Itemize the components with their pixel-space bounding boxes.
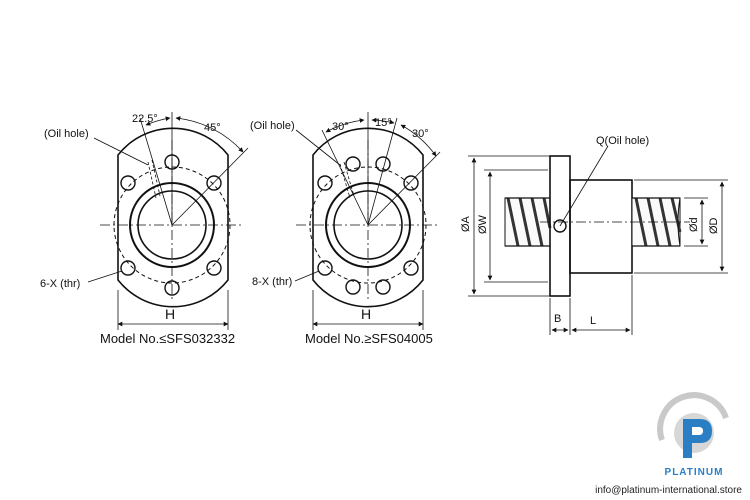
middle-bolt-hole-3 xyxy=(317,260,333,276)
left-width-label: H xyxy=(165,306,175,322)
middle-bolt-hole-7 xyxy=(345,279,361,295)
dim-B-label: B xyxy=(554,313,561,325)
dim-d-label: Ød xyxy=(688,217,700,232)
middle-oil-hole-label: (Oil hole) xyxy=(250,120,295,132)
middle-flange-view xyxy=(294,112,441,330)
footer-email: info@platinum-international.store xyxy=(595,485,742,496)
middle-bolt-hole-2 xyxy=(403,175,419,191)
platinum-logo-icon xyxy=(657,392,729,458)
middle-thread-label: 8-X (thr) xyxy=(252,276,292,288)
left-model-label: Model No.≤SFS032332 xyxy=(100,331,235,346)
side-oil-hole-label: Q(Oil hole) xyxy=(596,135,649,147)
left-bolt-hole-4 xyxy=(206,260,222,276)
dim-L-label: L xyxy=(590,315,596,327)
middle-width-label: H xyxy=(361,306,371,322)
middle-angle3-label: 30° xyxy=(412,128,429,140)
side-view xyxy=(468,145,728,335)
dim-A-label: ØA xyxy=(460,215,472,232)
left-angle2-label: 45° xyxy=(204,122,221,134)
left-flange-outline xyxy=(117,127,229,308)
middle-bolt-hole-1 xyxy=(317,175,333,191)
dim-D-label: ØD xyxy=(708,217,720,234)
middle-angle2-label: 15° xyxy=(375,117,392,129)
left-bolt-hole-2 xyxy=(206,175,222,191)
side-oil-hole xyxy=(553,219,567,233)
middle-bolt-hole-4 xyxy=(403,260,419,276)
left-bolt-hole-1 xyxy=(120,175,136,191)
middle-angle-label: 30° xyxy=(332,121,349,133)
left-angle-label: 22.5° xyxy=(132,113,158,125)
middle-bolt-hole-8 xyxy=(375,279,391,295)
left-oil-hole-label: (Oil hole) xyxy=(44,128,89,140)
middle-model-label: Model No.≥SFS04005 xyxy=(305,331,433,346)
brand-name: PLATINUM xyxy=(664,467,724,478)
left-bolt-hole-6 xyxy=(164,280,180,296)
middle-bolt-hole-5 xyxy=(345,156,361,172)
left-flange-view xyxy=(87,112,249,330)
left-thread-label: 6-X (thr) xyxy=(40,278,80,290)
dim-W-label: ØW xyxy=(477,214,489,234)
left-bolt-hole-3 xyxy=(120,260,136,276)
